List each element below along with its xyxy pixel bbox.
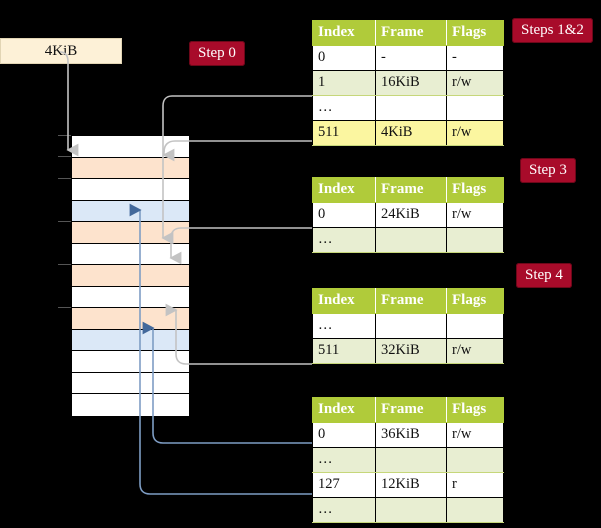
step-badge-steps12: Steps 1&2 xyxy=(512,18,593,43)
cell-index: 511 xyxy=(312,120,376,146)
cell-index: 0 xyxy=(312,45,376,71)
column-header-index: Index xyxy=(312,288,376,314)
cell-index: 127 xyxy=(312,472,376,498)
memory-frame-row xyxy=(72,243,189,265)
column-header-flags: Flags xyxy=(446,397,504,423)
cell-index: 511 xyxy=(312,338,376,364)
memory-frame-row xyxy=(72,179,189,201)
column-header-index: Index xyxy=(312,20,376,46)
arrow-t2-0-to-memory xyxy=(169,227,312,265)
cell-frame: 24KiB xyxy=(375,202,447,228)
memory-tick xyxy=(58,264,71,265)
cell-flags: r/w xyxy=(446,120,504,146)
size-label-box: 4KiB xyxy=(0,38,122,64)
arrow-t3-511-to-memory xyxy=(165,303,312,365)
cell-index: 0 xyxy=(312,422,376,448)
cell-frame xyxy=(375,227,447,253)
memory-frame-row xyxy=(72,157,189,179)
column-header-frame: Frame xyxy=(375,177,447,203)
cell-flags xyxy=(446,447,504,473)
cell-frame xyxy=(375,95,447,121)
memory-frame-row xyxy=(72,200,189,222)
cell-frame: 12KiB xyxy=(375,472,447,498)
memory-tick xyxy=(58,307,71,308)
table-row: … xyxy=(312,227,504,253)
table-row: … xyxy=(312,313,504,339)
cell-index: … xyxy=(312,497,376,523)
table-row: … xyxy=(312,447,504,473)
memory-frame-row xyxy=(72,351,189,373)
cell-index: … xyxy=(312,227,376,253)
cell-flags xyxy=(446,313,504,339)
cell-flags: r/w xyxy=(446,70,504,96)
memory-frame-row xyxy=(72,394,189,416)
cell-flags xyxy=(446,497,504,523)
column-header-frame: Frame xyxy=(375,288,447,314)
column-header-flags: Flags xyxy=(446,177,504,203)
cell-flags: r/w xyxy=(446,338,504,364)
cell-frame: 36KiB xyxy=(375,422,447,448)
column-header-flags: Flags xyxy=(446,288,504,314)
column-header-frame: Frame xyxy=(375,20,447,46)
cell-frame: - xyxy=(375,45,447,71)
cell-flags xyxy=(446,227,504,253)
step-badge-step3: Step 3 xyxy=(520,158,576,183)
table-row: 0-- xyxy=(312,45,504,71)
cell-flags: r xyxy=(446,472,504,498)
memory-frame-row xyxy=(72,136,189,158)
cell-flags: - xyxy=(446,45,504,71)
memory-frame-row xyxy=(72,329,189,351)
cell-frame: 32KiB xyxy=(375,338,447,364)
cell-index: … xyxy=(312,313,376,339)
table-row: … xyxy=(312,497,504,523)
cell-index: 0 xyxy=(312,202,376,228)
column-header-frame: Frame xyxy=(375,397,447,423)
memory-frame-row xyxy=(72,286,189,308)
table-row: … xyxy=(312,95,504,121)
cell-frame: 4KiB xyxy=(375,120,447,146)
cell-flags: r/w xyxy=(446,422,504,448)
column-header-index: Index xyxy=(312,397,376,423)
cell-flags xyxy=(446,95,504,121)
memory-tick xyxy=(58,156,71,157)
memory-frame-row xyxy=(72,308,189,330)
cell-frame: 16KiB xyxy=(375,70,447,96)
cell-frame xyxy=(375,313,447,339)
memory-tick xyxy=(58,178,71,179)
memory-frame-row xyxy=(72,372,189,394)
memory-tick xyxy=(58,135,71,136)
step-badge-step0: Step 0 xyxy=(189,41,245,66)
cell-flags: r/w xyxy=(446,202,504,228)
cell-index: … xyxy=(312,95,376,121)
cell-index: … xyxy=(312,447,376,473)
physical-memory-column xyxy=(71,135,190,416)
memory-frame-row xyxy=(72,222,189,244)
column-header-flags: Flags xyxy=(446,20,504,46)
step-badge-step4: Step 4 xyxy=(516,263,572,288)
cell-frame xyxy=(375,497,447,523)
memory-tick xyxy=(58,221,71,222)
cell-index: 1 xyxy=(312,70,376,96)
memory-frame-row xyxy=(72,265,189,287)
column-header-index: Index xyxy=(312,177,376,203)
cell-frame xyxy=(375,447,447,473)
